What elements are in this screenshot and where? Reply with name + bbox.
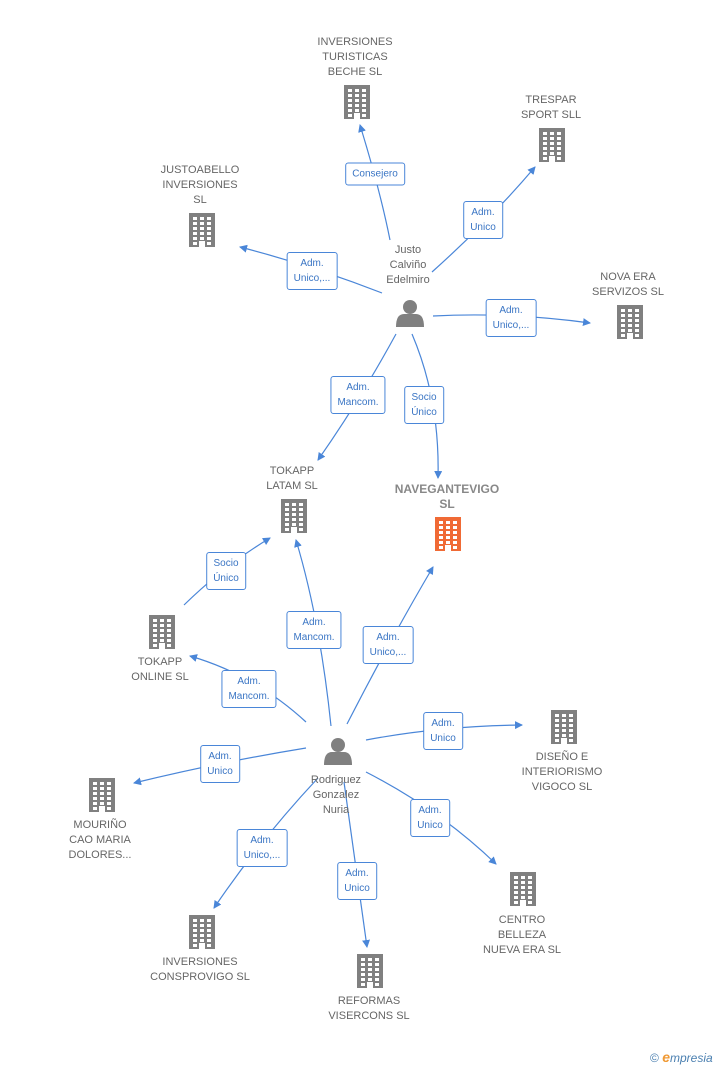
building-icon[interactable] xyxy=(89,778,115,812)
edge-label[interactable]: Socio Único xyxy=(404,386,444,424)
edge-label[interactable]: Adm. Unico xyxy=(337,862,377,900)
node-label-tokapp-latam[interactable]: TOKAPP LATAM SL xyxy=(266,465,318,492)
node-label-justo[interactable]: Justo Calviño Edelmiro xyxy=(386,244,430,286)
building-icon[interactable] xyxy=(149,615,175,649)
node-label-tokapp-online[interactable]: TOKAPP ONLINE SL xyxy=(131,656,189,683)
focus-building-icon[interactable] xyxy=(435,517,461,551)
brand-logo-text: mpresia xyxy=(669,1051,713,1065)
node-label-rodriguez[interactable]: Rodriguez Gonzalez Nuria xyxy=(310,774,362,816)
building-icon[interactable] xyxy=(357,954,383,988)
edge-label[interactable]: Adm. Unico xyxy=(410,799,450,837)
edge-label[interactable]: Adm. Unico,... xyxy=(362,626,414,664)
copyright-symbol: © xyxy=(650,1051,659,1065)
edge-label[interactable]: Socio Único xyxy=(206,552,246,590)
node-label-reformas[interactable]: REFORMAS VISERCONS SL xyxy=(328,995,410,1022)
building-icon[interactable] xyxy=(281,499,307,533)
edge-label[interactable]: Adm. Mancom. xyxy=(221,670,277,708)
edge-label[interactable]: Adm. Unico,... xyxy=(236,829,288,867)
edge-label[interactable]: Consejero xyxy=(345,162,405,186)
edge-label[interactable]: Adm. Mancom. xyxy=(330,376,386,414)
person-icon[interactable] xyxy=(396,300,424,327)
node-label-inv-turisticas[interactable]: INVERSIONES TURISTICAS BECHE SL xyxy=(317,36,393,78)
person-icon[interactable] xyxy=(324,738,352,765)
building-icon[interactable] xyxy=(189,213,215,247)
brand-logo-e: e xyxy=(662,1049,670,1065)
empresia-brand[interactable]: © empresia xyxy=(650,1049,713,1065)
node-label-centro-belleza[interactable]: CENTRO BELLEZA NUEVA ERA SL xyxy=(482,914,562,956)
edge-label[interactable]: Adm. Unico xyxy=(463,201,503,239)
node-label-diseno[interactable]: DISEÑO E INTERIORISMO VIGOCO SL xyxy=(521,751,603,793)
edge-label[interactable]: Adm. Mancom. xyxy=(286,611,342,649)
node-label-inv-consprovigo[interactable]: INVERSIONES CONSPROVIGO SL xyxy=(150,956,250,983)
building-icon[interactable] xyxy=(510,872,536,906)
building-icon[interactable] xyxy=(617,305,643,339)
edge-label[interactable]: Adm. Unico,... xyxy=(485,299,537,337)
edge-justo-to-inv_turisticas xyxy=(358,124,391,241)
node-label-mourino[interactable]: MOURIÑO CAO MARIA DOLORES... xyxy=(68,819,132,861)
node-label-trespar[interactable]: TRESPAR SPORT SLL xyxy=(520,94,582,121)
building-icon[interactable] xyxy=(344,85,370,119)
edge-label[interactable]: Adm. Unico,... xyxy=(286,252,338,290)
edge-label[interactable]: Adm. Unico xyxy=(423,712,463,750)
building-icon[interactable] xyxy=(551,710,577,744)
node-label-navegantevigo[interactable]: NAVEGANTEVIGO SL xyxy=(394,482,500,511)
edge-label[interactable]: Adm. Unico xyxy=(200,745,240,783)
building-icon[interactable] xyxy=(539,128,565,162)
node-label-nova-era[interactable]: NOVA ERA SERVIZOS SL xyxy=(592,271,664,298)
node-label-justoabello[interactable]: JUSTOABELLO INVERSIONES SL xyxy=(160,164,240,206)
building-icon[interactable] xyxy=(189,915,215,949)
